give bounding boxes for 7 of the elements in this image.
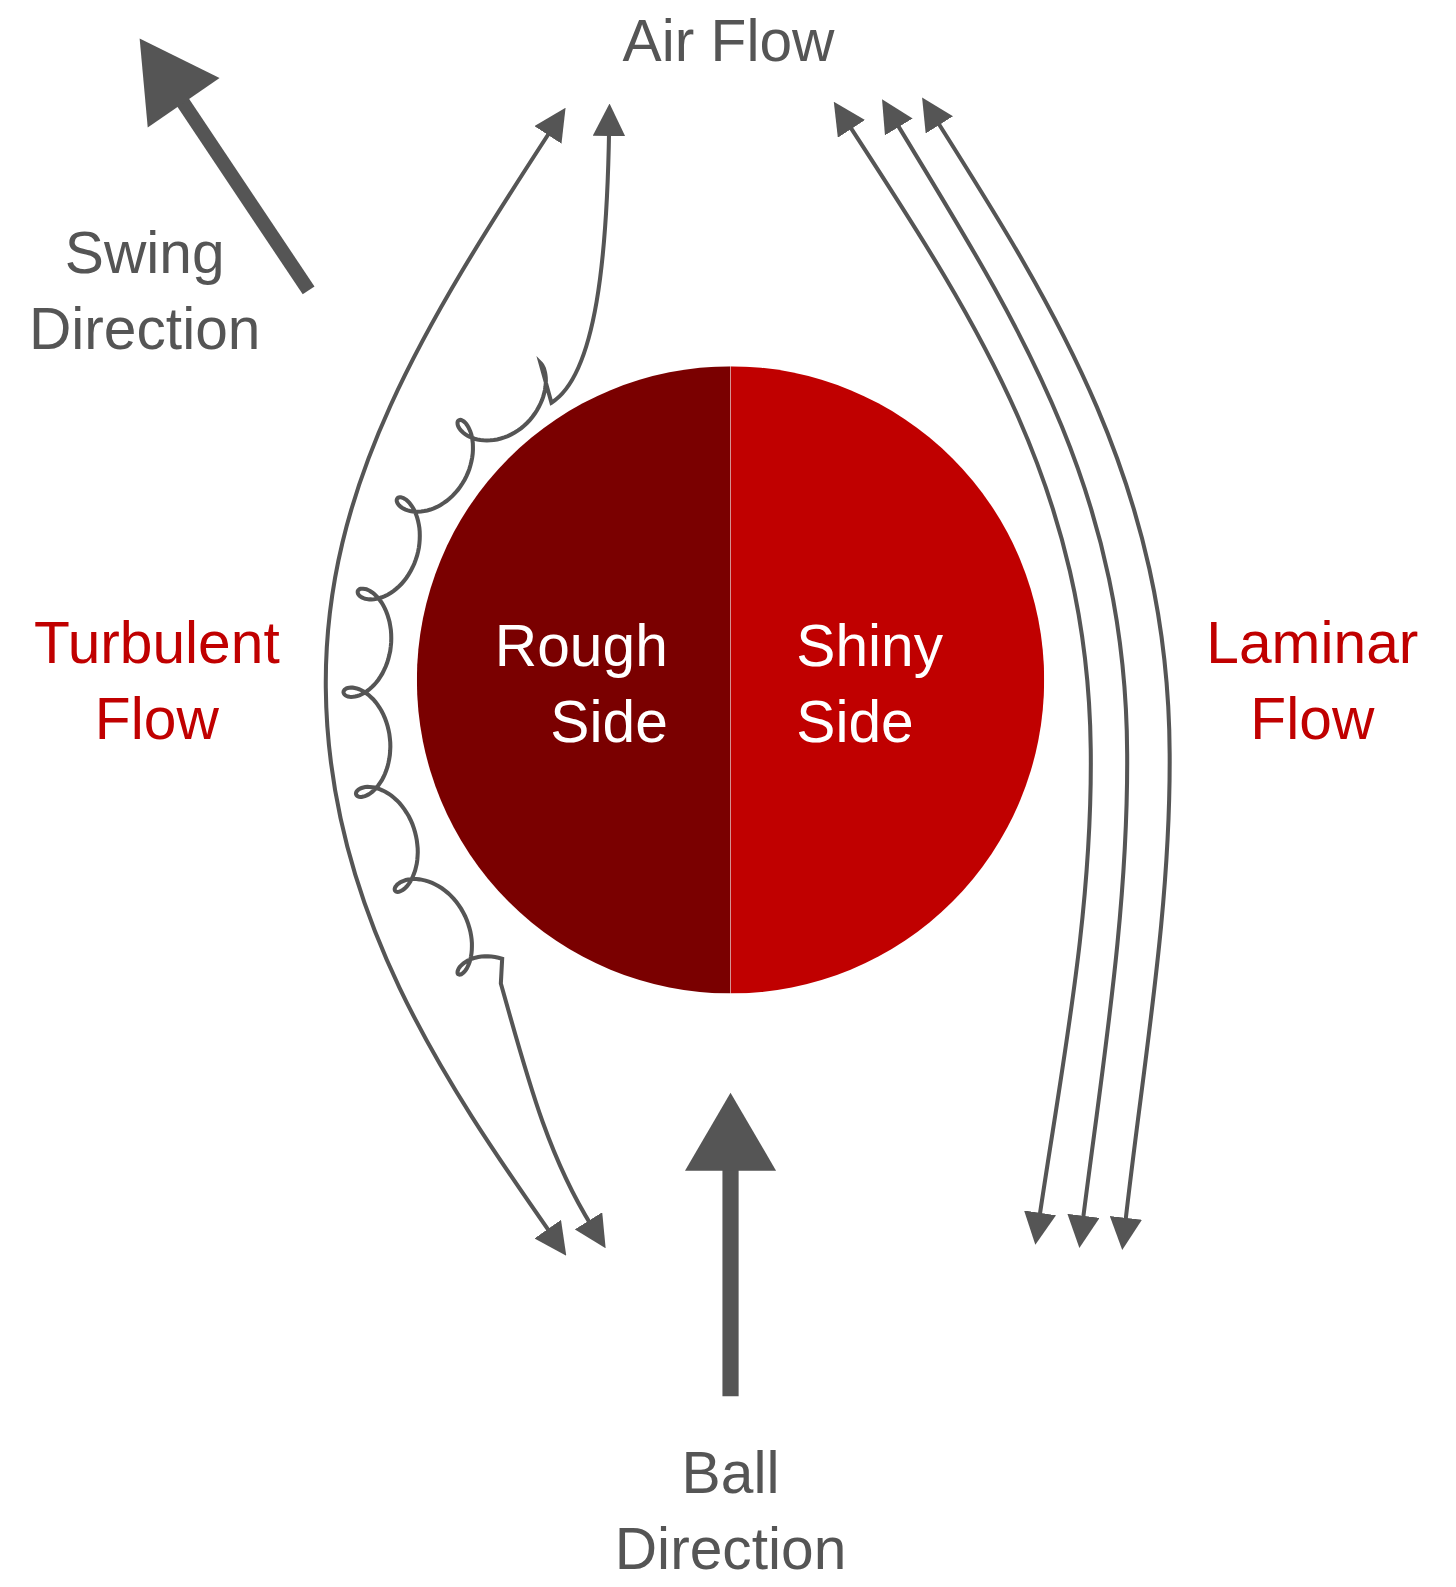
ball-side-label: Rough Side <box>493 611 668 756</box>
flow-label: Laminar Flow <box>1205 608 1420 753</box>
flow-label: Air Flow <box>621 6 836 75</box>
flow-label: Ball Direction <box>613 1438 848 1584</box>
ball-side-label: Shiny Side <box>796 611 945 756</box>
flow-label: Swing Direction <box>27 218 262 364</box>
flow-label: Turbulent Flow <box>32 608 281 753</box>
